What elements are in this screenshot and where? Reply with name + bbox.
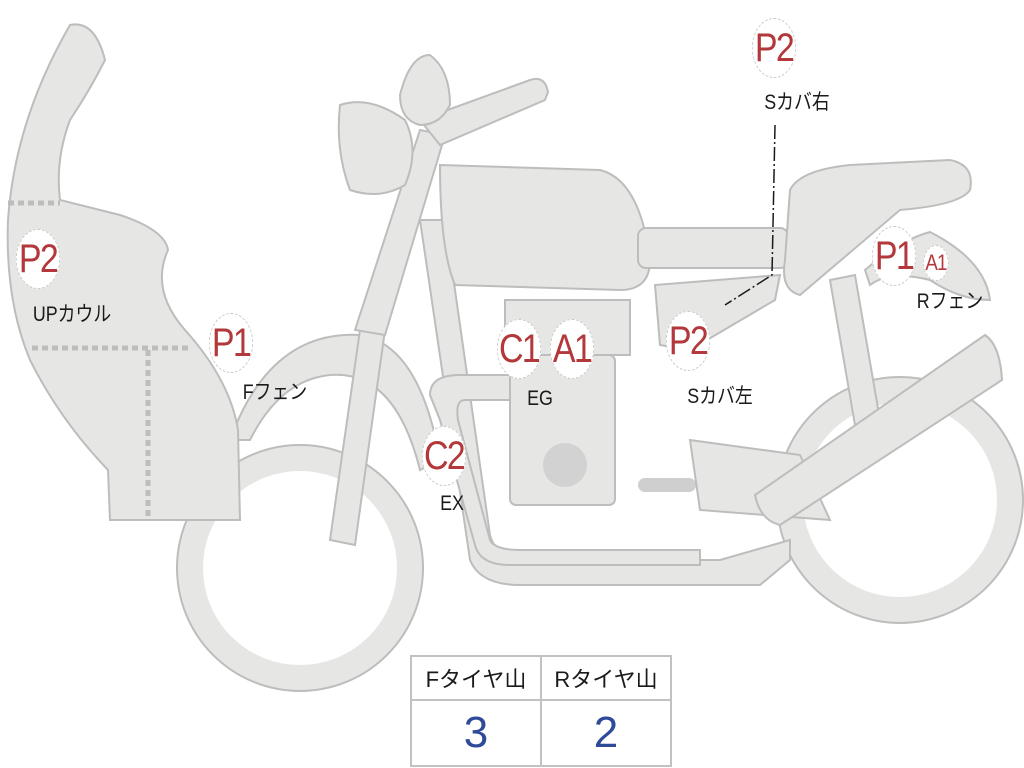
front-tire-header: Fタイヤ山: [410, 655, 542, 701]
handlebar: [418, 77, 550, 147]
rear-fender-label: Rフェン: [916, 290, 984, 313]
up-cowl-label: UPカウル: [32, 303, 112, 326]
footpeg: [638, 478, 696, 492]
side-cover-left-label: Sカバ左: [687, 385, 753, 408]
mirror: [398, 53, 452, 127]
upper-cowl: [6, 23, 242, 521]
exhaust-label: EX: [440, 492, 464, 515]
rear-fender-code-p1: P1: [871, 226, 917, 286]
headlight: [337, 101, 414, 195]
exhaust-code: C2: [421, 426, 467, 486]
engine-code-c1: C1: [496, 319, 542, 379]
rear-tire-value: 2: [540, 699, 672, 767]
fuel-tank: [438, 163, 652, 292]
front-tire-value: 3: [410, 699, 542, 767]
front-wheel: [177, 445, 423, 691]
rear-guard: [753, 333, 1004, 527]
side-cover-right-code: P2: [751, 18, 797, 78]
rear-tire-header: Rタイヤ山: [540, 655, 672, 701]
cowl-seam-mid: [32, 345, 192, 518]
side-cover-right-leader: [724, 124, 776, 306]
exhaust-pipe: [428, 374, 701, 566]
engine-code-a1: A1: [549, 319, 595, 379]
seat-front: [637, 227, 789, 269]
tire-tread-table: Fタイヤ山 Rタイヤ山 3 2: [410, 655, 672, 767]
up-cowl-code: P2: [15, 229, 61, 289]
engine-cover: [543, 443, 587, 487]
rear-fender-code-a1: A1: [923, 245, 949, 281]
side-cover-left-code: P2: [665, 311, 711, 371]
front-fender-code: P1: [208, 313, 254, 373]
engine-label: EG: [527, 387, 553, 410]
front-wheel-outline: [176, 444, 424, 692]
side-cover-right-label: Sカバ右: [764, 91, 830, 114]
seat-rear: [783, 158, 972, 297]
front-fender-label: Fフェン: [242, 381, 308, 404]
